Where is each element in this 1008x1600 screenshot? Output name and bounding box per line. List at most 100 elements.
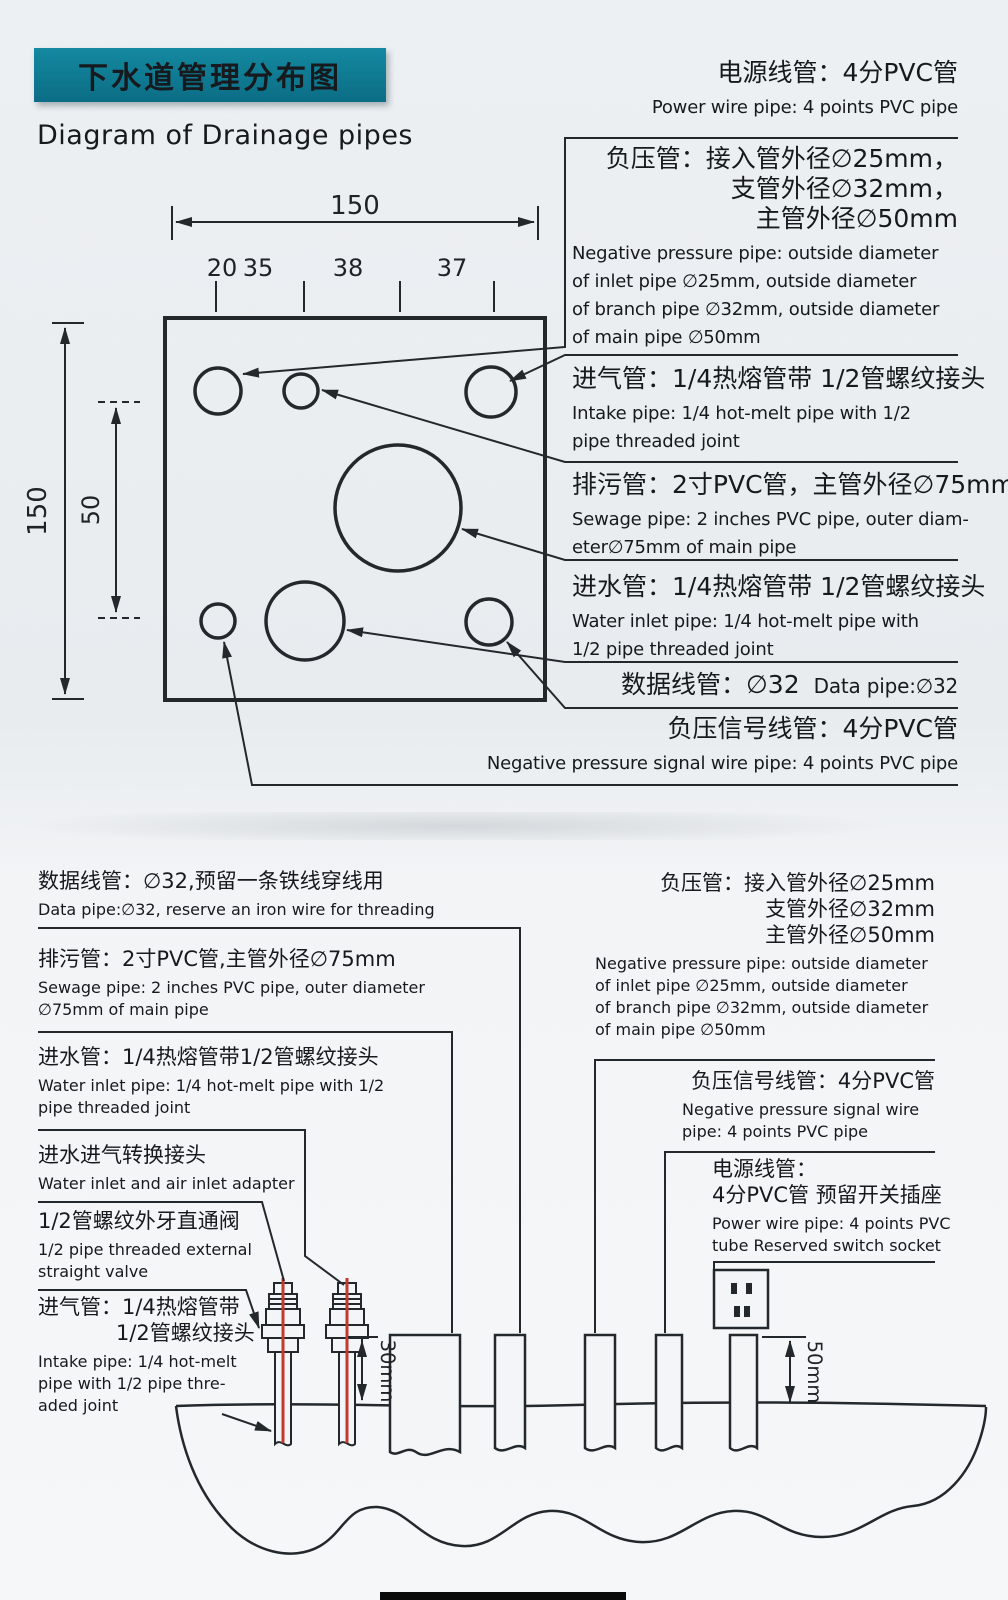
socket-box bbox=[712, 1268, 770, 1330]
label-b-sewage-pipe: 排污管：2寸PVC管,主管外径∅75mm Sewage pipe: 2 inch… bbox=[38, 946, 518, 1021]
leader-sewage bbox=[461, 528, 958, 561]
label-b-data-cn: 数据线管：∅32,预留一条铁线穿线用 bbox=[38, 869, 384, 893]
label-b-valve-en: 1/2 pipe threaded external straight valv… bbox=[38, 1240, 252, 1281]
label-b-water-inlet-pipe: 进水管：1/4热熔管带1/2管螺纹接头 Water inlet pipe: 1/… bbox=[38, 1044, 518, 1119]
switch-socket bbox=[712, 1268, 770, 1330]
plan-leader-lines bbox=[222, 137, 958, 786]
dim-seg-37: 37 bbox=[437, 254, 468, 282]
plan-dimension-lines bbox=[52, 206, 539, 700]
label-water-inlet-cn: 进水管：1/4热熔管带 1/2管螺纹接头 bbox=[572, 572, 986, 601]
label-b-sewage-cn: 排污管：2寸PVC管,主管外径∅75mm bbox=[38, 947, 396, 971]
leader-water-inlet bbox=[346, 627, 958, 663]
dim-seg-20: 20 bbox=[207, 254, 238, 282]
ground-contour bbox=[174, 1405, 988, 1555]
label-r-signal-wire: 负压信号线管：4分PVC管 Negative pressure signal w… bbox=[662, 1068, 935, 1143]
label-r-negative-pressure: 负压管：接入管外径∅25mm 支管外径∅32mm 主管外径∅50mm Negat… bbox=[595, 870, 935, 1041]
label-negative-pressure-en: Negative pressure pipe: outside diameter… bbox=[572, 243, 940, 348]
label-b-data-en: Data pipe:∅32, reserve an iron wire for … bbox=[38, 900, 435, 919]
label-intake-pipe: 进气管：1/4热熔管带 1/2管螺纹接头 Intake pipe: 1/4 ho… bbox=[572, 364, 986, 456]
section-divider bbox=[0, 812, 1008, 840]
label-sewage-pipe: 排污管：2寸PVC管，主管外径∅75mm Sewage pipe: 2 inch… bbox=[572, 470, 1008, 562]
leader-b-water bbox=[38, 1129, 345, 1286]
label-b-intake-en: Intake pipe: 1/4 hot-melt pipe with 1/2 … bbox=[38, 1352, 237, 1415]
hole-data-pipe bbox=[464, 597, 514, 647]
leader-signal-wire bbox=[222, 641, 958, 786]
leader-r-signal bbox=[664, 1151, 935, 1333]
dim-total-height: 150 bbox=[23, 486, 53, 536]
label-r-power-cn2: 4分PVC管 预留开关插座 bbox=[712, 1183, 942, 1207]
plan-plate-group bbox=[163, 316, 547, 702]
label-b-adapter: 进水进气转换接头 Water inlet and air inlet adapt… bbox=[38, 1142, 438, 1195]
label-sewage-cn: 排污管：2寸PVC管，主管外径∅75mm bbox=[572, 470, 1008, 499]
label-b-adapter-en: Water inlet and air inlet adapter bbox=[38, 1174, 295, 1193]
plan-dimension-text: 150 20 35 38 37 150 50 bbox=[23, 191, 467, 536]
label-water-inlet-en: Water inlet pipe: 1/4 hot-melt pipe with… bbox=[572, 611, 919, 660]
pipe-sewage bbox=[388, 1333, 462, 1457]
label-sewage-en: Sewage pipe: 2 inches PVC pipe, outer di… bbox=[572, 509, 969, 558]
label-r-signal-en: Negative pressure signal wire pipe: 4 po… bbox=[682, 1100, 920, 1141]
leader-intake bbox=[321, 389, 958, 463]
dim-inner-height: 50 bbox=[77, 495, 105, 526]
page-title-cn: 下水道管理分布图 bbox=[78, 61, 342, 96]
label-b-water-en: Water inlet pipe: 1/4 hot-melt pipe with… bbox=[38, 1076, 385, 1117]
plan-plate bbox=[163, 316, 547, 702]
label-signal-wire-en: Negative pressure signal wire pipe: 4 po… bbox=[486, 753, 958, 774]
label-intake-cn: 进气管：1/4热熔管带 1/2管螺纹接头 bbox=[572, 364, 986, 393]
label-b-straight-valve: 1/2管螺纹外牙直通阀 1/2 pipe threaded external s… bbox=[38, 1208, 358, 1283]
label-r-power-cn1: 电源线管： bbox=[712, 1157, 817, 1181]
label-power-wire-pipe: 电源线管：4分PVC管 Power wire pipe: 4 points PV… bbox=[572, 58, 958, 122]
leader-b-data bbox=[38, 927, 521, 1333]
pipe-negative-pressure bbox=[583, 1333, 617, 1452]
label-b-valve-cn: 1/2管螺纹外牙直通阀 bbox=[38, 1209, 240, 1233]
hole-signal-wire bbox=[199, 602, 237, 640]
section-leader-lines bbox=[38, 927, 935, 1432]
leader-r-negative bbox=[594, 1059, 935, 1333]
hole-intake bbox=[282, 372, 320, 410]
label-b-intake-cn1: 进气管：1/4热熔管带 bbox=[38, 1295, 240, 1319]
label-power-wire-en: Power wire pipe: 4 points PVC pipe bbox=[651, 97, 958, 118]
label-data-pipe: 数据线管：∅32 Data pipe:∅32 bbox=[572, 670, 958, 700]
valve-assembly-intake bbox=[261, 1278, 305, 1447]
label-negative-pressure-pipe: 负压管：接入管外径∅25mm， 支管外径∅32mm， 主管外径∅50mm Neg… bbox=[572, 144, 958, 352]
page-title-banner: 下水道管理分布图 bbox=[34, 48, 386, 102]
label-b-water-cn: 进水管：1/4热熔管带1/2管螺纹接头 bbox=[38, 1045, 379, 1069]
leader-negative-pressure bbox=[509, 354, 958, 382]
dim-seg-38: 38 bbox=[333, 254, 364, 282]
valve-assembly-water bbox=[325, 1278, 369, 1447]
pipe-data bbox=[493, 1333, 527, 1452]
hole-negative-pressure bbox=[464, 365, 518, 419]
label-negative-pressure-cn: 负压管：接入管外径∅25mm， 支管外径∅32mm， 主管外径∅50mm bbox=[605, 144, 958, 233]
section-dimension-text: 30mm 50mm bbox=[376, 1340, 826, 1404]
pipe-power-wire bbox=[728, 1333, 759, 1452]
label-water-inlet-pipe: 进水管：1/4热熔管带 1/2管螺纹接头 Water inlet pipe: 1… bbox=[572, 572, 986, 664]
label-b-intake-cn2: 1/2管螺纹接头 bbox=[116, 1321, 255, 1345]
label-b-data-pipe: 数据线管：∅32,预留一条铁线穿线用 Data pipe:∅32, reserv… bbox=[38, 868, 538, 921]
label-r-signal-cn: 负压信号线管：4分PVC管 bbox=[690, 1069, 935, 1093]
label-r-negative-cn: 负压管：接入管外径∅25mm 支管外径∅32mm 主管外径∅50mm bbox=[660, 871, 935, 947]
leader-data-pipe bbox=[506, 641, 958, 709]
hole-sewage bbox=[333, 443, 463, 573]
pipe-signal-wire bbox=[654, 1333, 684, 1452]
label-signal-wire-cn: 负压信号线管：4分PVC管 bbox=[667, 714, 958, 743]
label-signal-wire-pipe: 负压信号线管：4分PVC管 Negative pressure signal w… bbox=[408, 714, 958, 778]
dim-pipe-height: 30mm bbox=[376, 1340, 399, 1403]
dim-socket-height: 50mm bbox=[803, 1341, 826, 1404]
leader-b-intake bbox=[221, 1413, 272, 1432]
buried-pipes bbox=[388, 1333, 759, 1457]
leader-b-sewage bbox=[38, 1031, 453, 1333]
label-r-negative-en: Negative pressure pipe: outside diameter… bbox=[595, 954, 929, 1039]
label-r-power-en: Power wire pipe: 4 points PVC tube Reser… bbox=[712, 1214, 951, 1255]
socket-pins bbox=[731, 1283, 752, 1317]
label-data-pipe-en: Data pipe:∅32 bbox=[813, 674, 959, 698]
dim-seg-35: 35 bbox=[243, 254, 274, 282]
label-b-intake-pipe: 进气管：1/4热熔管带 1/2管螺纹接头 Intake pipe: 1/4 ho… bbox=[38, 1294, 338, 1417]
label-b-sewage-en: Sewage pipe: 2 inches PVC pipe, outer di… bbox=[38, 978, 425, 1019]
leader-b-valve bbox=[38, 1289, 260, 1329]
leader-b-adapter bbox=[38, 1201, 285, 1282]
label-intake-en: Intake pipe: 1/4 hot-melt pipe with 1/2 … bbox=[572, 403, 911, 452]
bottom-edge-strip bbox=[380, 1592, 626, 1600]
label-data-pipe-cn: 数据线管：∅32 bbox=[621, 670, 800, 699]
hole-power-wire bbox=[193, 366, 243, 416]
leader-power-wire bbox=[242, 137, 958, 378]
